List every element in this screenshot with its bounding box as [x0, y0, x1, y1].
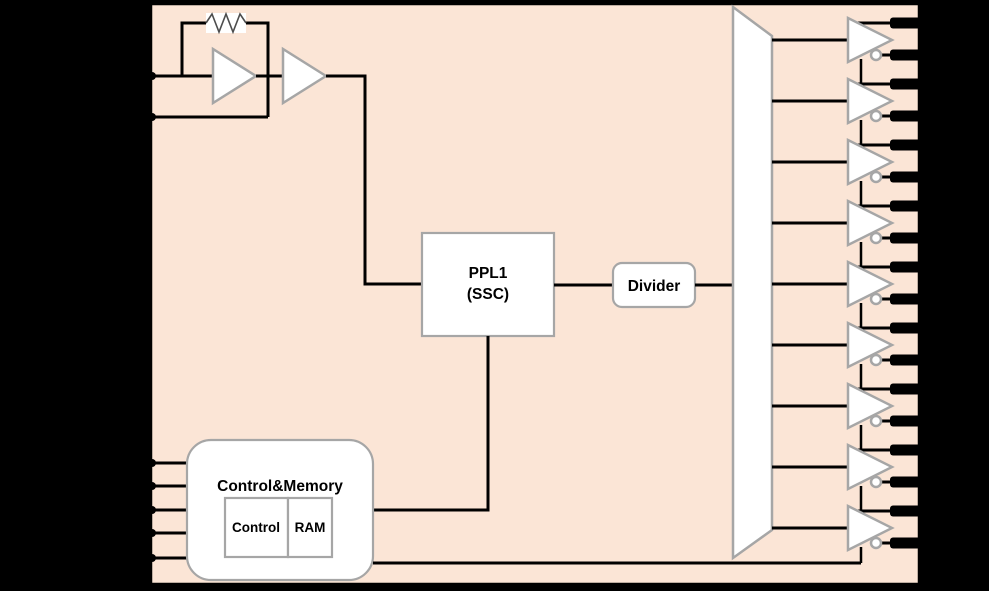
- inverter-bubble-icon: [869, 109, 883, 123]
- inverter-bubble-icon: [869, 231, 883, 245]
- control-memory-label: Control&Memory: [217, 478, 343, 495]
- control-pin-dot: [148, 506, 156, 514]
- pll-label-line2: (SSC): [467, 286, 509, 303]
- control-pin-dot: [148, 459, 156, 467]
- output-buffer-4: [772, 198, 919, 267]
- inverter-bubble-icon: [869, 475, 883, 489]
- control-pin-dot: [148, 482, 156, 490]
- xout-pin-dot: [148, 113, 156, 121]
- divider-block: Divider: [611, 261, 697, 309]
- pll-block: PPL1 (SSC): [420, 231, 556, 338]
- output-buffer-2: [772, 76, 919, 145]
- output-buffer-8: [772, 442, 919, 511]
- output-buffer-5: [772, 259, 919, 328]
- pll-label-line1: PPL1: [469, 265, 508, 282]
- control-pin-dot: [148, 529, 156, 537]
- pll-to-control-wire: [373, 336, 490, 512]
- control-label: Control: [232, 520, 280, 535]
- output-buffer-7: [772, 381, 919, 450]
- output-buffer-icon: [846, 259, 895, 309]
- ram-sub-block: [286, 496, 334, 559]
- inverter-bubble-icon: [869, 170, 883, 184]
- ram-label: RAM: [295, 520, 326, 535]
- output-buffer-icon: [846, 76, 895, 126]
- output-buffer-icon: [846, 503, 895, 553]
- inverter-bubble-icon: [869, 292, 883, 306]
- output-buffer-icon: [846, 442, 895, 492]
- output-buffer-icon: [846, 198, 895, 248]
- inverter-bubble-icon: [869, 353, 883, 367]
- output-buffers: [772, 15, 919, 563]
- output-buffer-icon: [846, 320, 895, 370]
- control-sub-block: [223, 496, 290, 559]
- output-buffer-icon: [846, 15, 895, 65]
- osc-amplifier-icon: [211, 46, 259, 106]
- input-buffer-icon: [281, 46, 329, 106]
- output-buffer-3: [772, 137, 919, 206]
- control-memory-block: Control&Memory Control RAM: [148, 438, 375, 582]
- output-buffer-6: [772, 320, 919, 389]
- crystal-oscillator: [148, 11, 422, 286]
- inverter-bubble-icon: [869, 48, 883, 62]
- output-buffer-icon: [846, 137, 895, 187]
- control-pin-dot: [148, 554, 156, 562]
- refclk-to-pll-wire: [326, 74, 422, 286]
- divider-label: Divider: [628, 278, 681, 295]
- mux-icon: [731, 4, 774, 561]
- resistor-icon: [205, 11, 247, 35]
- output-buffer-1: [772, 15, 919, 84]
- output-buffer-icon: [846, 381, 895, 431]
- xin-pin-dot: [148, 72, 156, 80]
- inverter-bubble-icon: [869, 536, 883, 550]
- output-buffer-9: [772, 503, 919, 563]
- inverter-bubble-icon: [869, 414, 883, 428]
